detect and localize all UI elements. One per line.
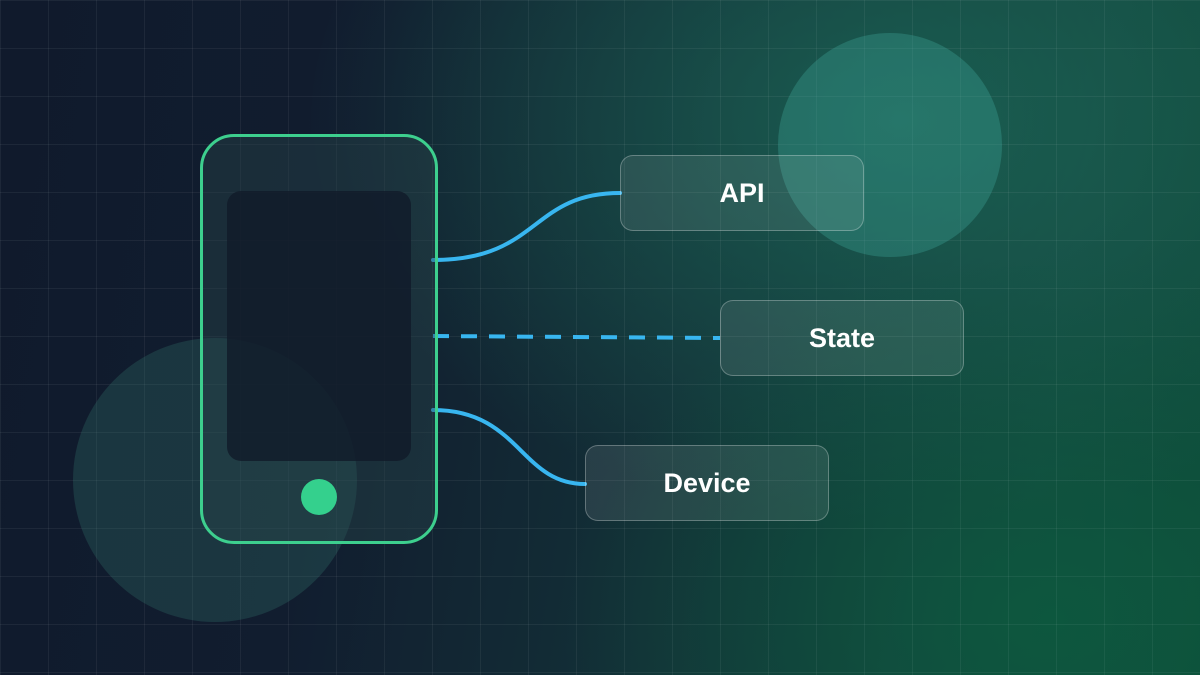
node-state: State bbox=[720, 300, 964, 376]
phone-device bbox=[200, 134, 438, 544]
node-device: Device bbox=[585, 445, 829, 521]
phone-screen bbox=[227, 191, 411, 461]
phone-home-button bbox=[301, 479, 337, 515]
connector-device bbox=[431, 408, 587, 486]
decorative-circle-top bbox=[778, 33, 1002, 257]
connector-api bbox=[431, 191, 622, 262]
node-api-label: API bbox=[719, 177, 765, 208]
connector-state bbox=[432, 334, 721, 340]
node-api: API bbox=[620, 155, 864, 231]
node-device-label: Device bbox=[663, 467, 751, 498]
node-state-label: State bbox=[808, 322, 876, 353]
